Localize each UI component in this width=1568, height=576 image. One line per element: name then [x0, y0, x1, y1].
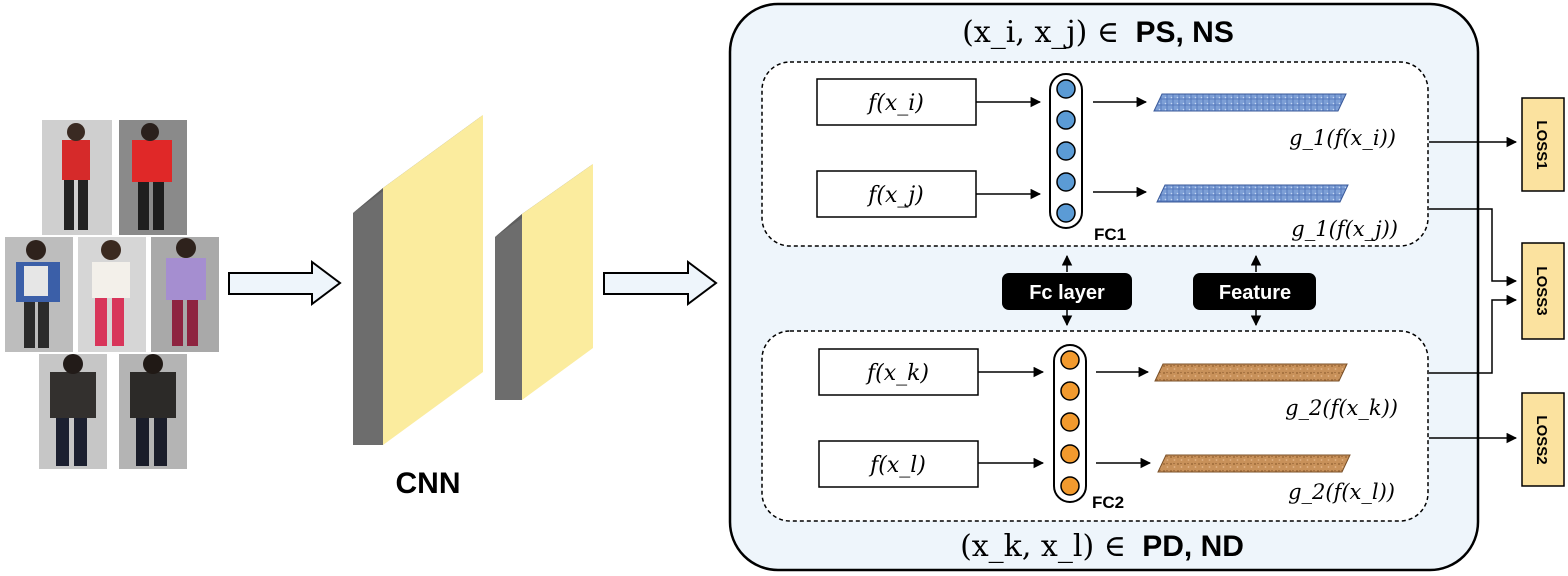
person-thumb — [119, 120, 187, 235]
person-thumb — [119, 354, 187, 469]
branch2-input-box-k — [818, 348, 979, 396]
loss2-label: LOSS2 — [1533, 415, 1550, 464]
bottom-pair-sets: PD, ND — [1142, 530, 1244, 563]
fc2-node — [1060, 412, 1080, 432]
person-thumb — [5, 237, 73, 352]
fc1-label: FC1 — [1094, 225, 1126, 244]
fc2-nodes — [1060, 350, 1080, 496]
bottom-pair-math: (x_k, x_l) ∈ — [960, 529, 1126, 564]
person-images — [5, 120, 219, 469]
branch2-to-loss3-arrow — [1429, 294, 1518, 374]
branch2-output-k: g_2(f(x_k)) — [1285, 396, 1398, 420]
fc2-node — [1060, 381, 1080, 401]
loss1-label: LOSS1 — [1533, 120, 1550, 169]
fc1-node — [1056, 203, 1076, 223]
cnn-block-large-side — [353, 188, 383, 445]
fc-layer-badge — [1002, 273, 1132, 310]
cnn-to-panel-arrow — [603, 260, 718, 306]
branch2-output-l: g_2(f(x_l)) — [1288, 480, 1395, 504]
cnn-blocks — [353, 115, 593, 445]
top-pair-math: (x_i, x_j) ∈ — [962, 15, 1119, 50]
branch1-input-i: f(x_i) — [866, 91, 924, 116]
person-thumb — [151, 237, 219, 352]
fc1-node — [1056, 172, 1076, 192]
feature-bar-l — [1157, 454, 1351, 473]
feature-bar-i — [1153, 93, 1347, 112]
loss1-box — [1521, 97, 1565, 192]
cnn-block-small-face — [522, 164, 593, 400]
fc2-node — [1060, 476, 1080, 496]
cnn-block-large-face — [383, 115, 483, 445]
fc-layer-label: Fc layer — [1029, 282, 1105, 304]
fc1-nodes — [1056, 79, 1076, 223]
loss2-box — [1521, 392, 1565, 487]
feature-badge — [1193, 273, 1316, 310]
fc1-node — [1056, 110, 1076, 130]
loss3-label: LOSS3 — [1533, 266, 1550, 315]
top-pair-sets: PS, NS — [1135, 16, 1233, 49]
branch1-to-loss3-arrow — [1429, 208, 1518, 287]
fc2-node — [1060, 444, 1080, 464]
feature-bar-k — [1154, 363, 1348, 382]
branch2-input-l: f(x_l) — [868, 453, 926, 478]
fc1-node — [1056, 79, 1076, 99]
branch1-output-j: g_1(f(x_j)) — [1291, 217, 1398, 241]
branch2-input-box-l — [818, 440, 979, 488]
fc2-label: FC2 — [1092, 493, 1124, 512]
cnn-block-small-side — [495, 214, 522, 400]
loss3-box — [1521, 242, 1565, 340]
feature-label: Feature — [1219, 282, 1291, 304]
cnn-label: CNN — [396, 467, 461, 500]
branch1-input-box-j — [816, 170, 977, 218]
branch2-input-k: f(x_k) — [865, 361, 929, 386]
branch1-output-i: g_1(f(x_i)) — [1289, 126, 1396, 150]
person-thumb — [39, 354, 107, 469]
fc2-node — [1060, 350, 1080, 370]
fc1-node — [1056, 141, 1076, 161]
person-thumb — [42, 120, 112, 235]
feature-bar-j — [1156, 184, 1349, 203]
input-to-cnn-arrow — [228, 260, 342, 306]
top-pair-title: (x_i, x_j) ∈ PS, NS — [962, 15, 1234, 50]
bottom-pair-title: (x_k, x_l) ∈ PD, ND — [960, 529, 1244, 564]
branch1-input-j: f(x_j) — [866, 183, 924, 208]
person-thumb — [78, 237, 146, 352]
